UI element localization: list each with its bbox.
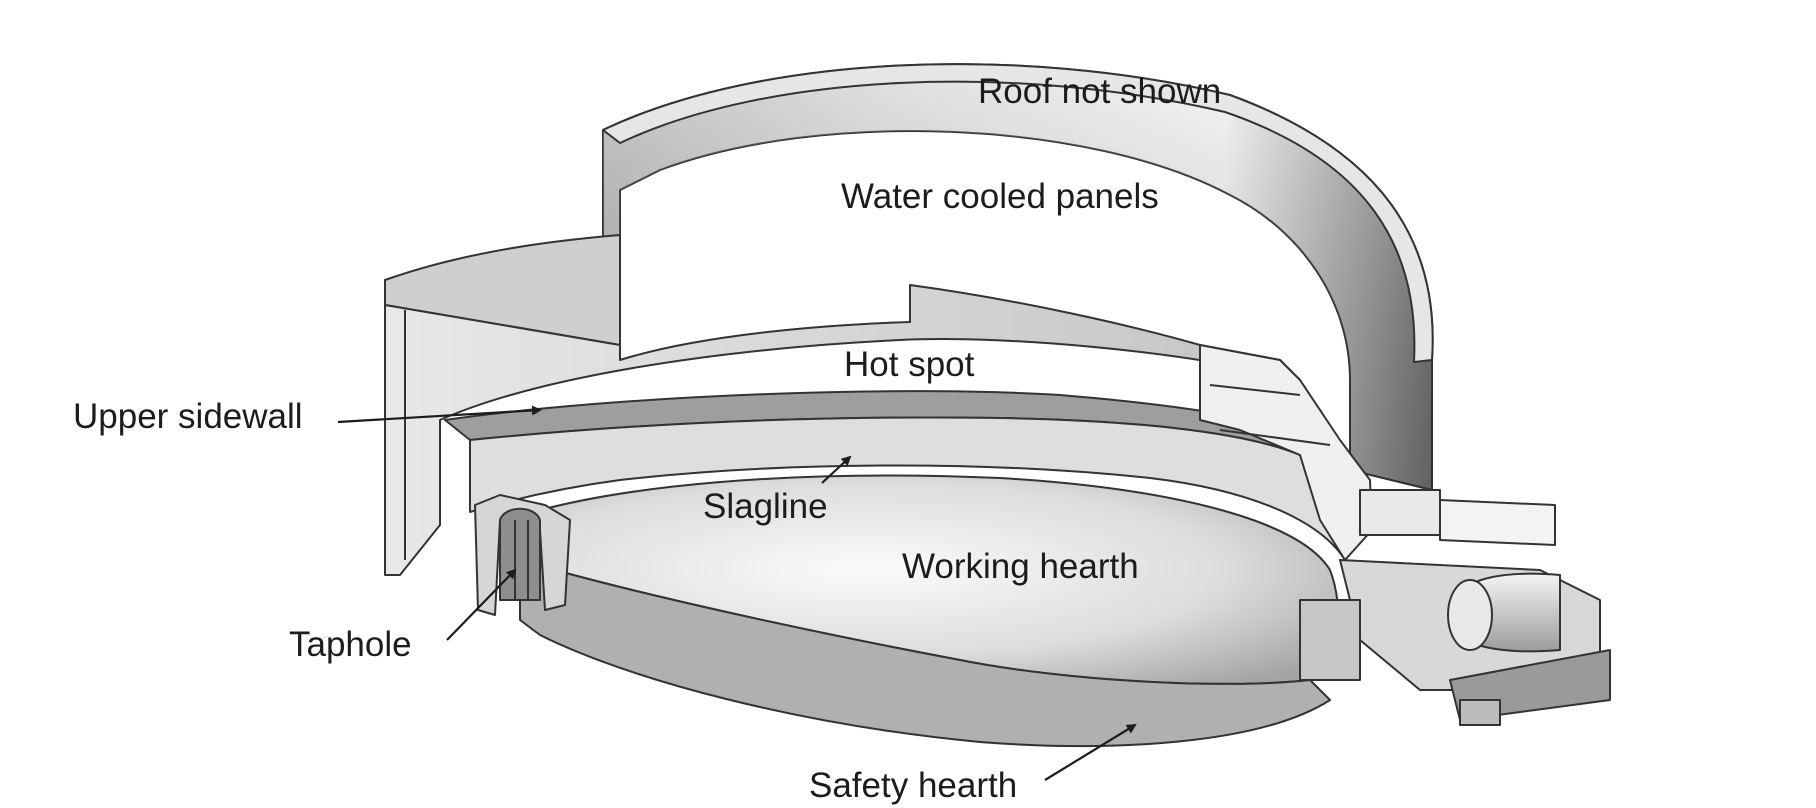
upper-sidewall-label: Upper sidewall (73, 397, 303, 436)
taphole-label: Taphole (289, 625, 412, 664)
upper-sidewall-leader (337, 405, 542, 424)
panel-rim (602, 63, 1434, 363)
slagline-label: Slagline (703, 487, 828, 526)
slagline-leader (821, 455, 852, 484)
taphole-leader (446, 568, 517, 641)
taphole-structure (474, 494, 571, 616)
working-hearth-label: Working hearth (902, 547, 1139, 586)
water-cooled-panels-label: Water cooled panels (841, 177, 1159, 216)
safety-hearth-label: Safety hearth (809, 766, 1017, 805)
hot-spot-label: Hot spot (844, 345, 975, 384)
left-roof-ledge (384, 234, 621, 346)
tapping-spout (1299, 489, 1611, 726)
hot-spot-block (1199, 344, 1373, 561)
safety-hearth-leader (1044, 723, 1137, 781)
roof-not-shown-label: Roof not shown (978, 72, 1221, 111)
